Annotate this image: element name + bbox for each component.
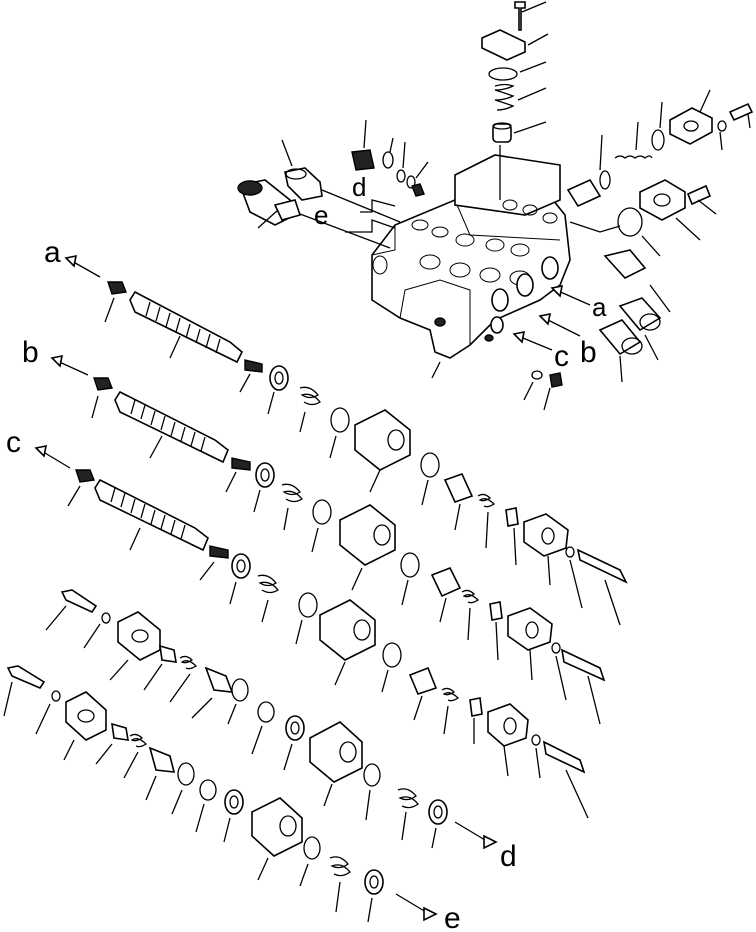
spool-row-b — [54, 359, 628, 626]
fitting-left-plug — [281, 139, 323, 201]
right-valve-cartridges — [598, 249, 671, 383]
fitting-cap-stack — [351, 119, 429, 197]
right-arrows — [512, 284, 591, 351]
right-fittings — [431, 89, 754, 411]
top-piston — [492, 121, 547, 143]
top-bolt — [514, 1, 547, 31]
lower-row-e — [3, 665, 438, 923]
top-spring — [494, 83, 547, 111]
label-e-bottom: e — [444, 902, 461, 932]
label-a-right: a — [592, 292, 607, 322]
fitting-left-large — [237, 179, 302, 229]
label-b-right: b — [580, 336, 597, 369]
label-d-bottom: d — [500, 840, 517, 873]
label-c-right: c — [554, 340, 569, 373]
top-relief-stack — [481, 1, 549, 200]
top-left-fittings — [237, 119, 429, 249]
lower-row-d — [45, 589, 589, 850]
right-plug-upper — [566, 101, 665, 208]
spool-row-c — [39, 449, 606, 725]
right-flange-upper — [669, 89, 754, 151]
left-arrows — [34, 254, 78, 458]
label-e-top: e — [314, 200, 328, 230]
label-a-left: a — [44, 236, 61, 269]
top-cover — [481, 29, 549, 61]
spool-row-a — [69, 259, 440, 506]
label-d-top: d — [352, 172, 366, 202]
top-o-ring — [488, 61, 547, 81]
label-b-left: b — [22, 336, 39, 369]
label-c-left: c — [6, 426, 21, 459]
right-flange-lower — [569, 179, 717, 257]
valve-body — [371, 154, 571, 359]
